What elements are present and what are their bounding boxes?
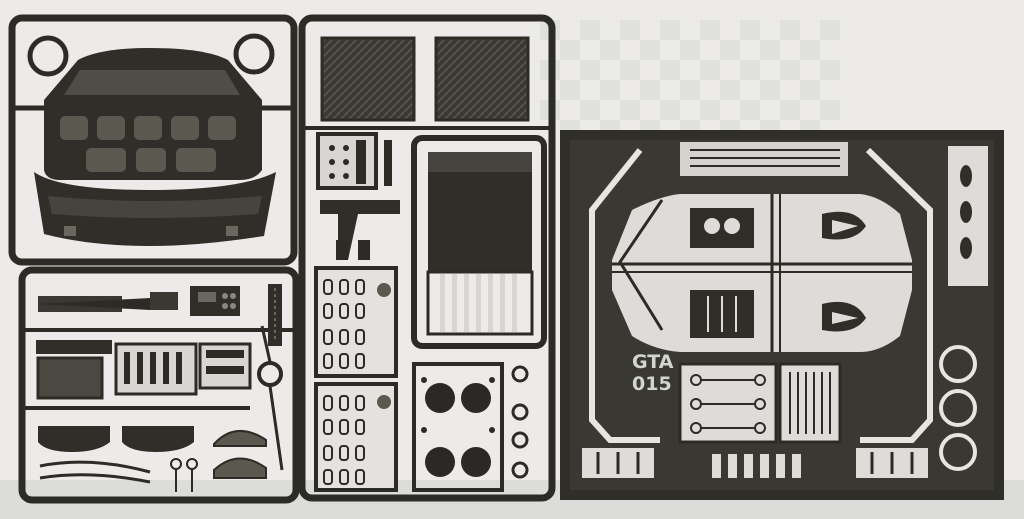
fret-middle [298, 14, 556, 502]
fret-left-bottom [18, 266, 300, 504]
fret-label-line2: 015 [632, 373, 672, 395]
checker-watermark [540, 20, 840, 140]
fret-label-line1: GTA [632, 351, 674, 373]
fret-left-top [8, 14, 298, 266]
fret-right: GTA 015 [560, 130, 1004, 500]
